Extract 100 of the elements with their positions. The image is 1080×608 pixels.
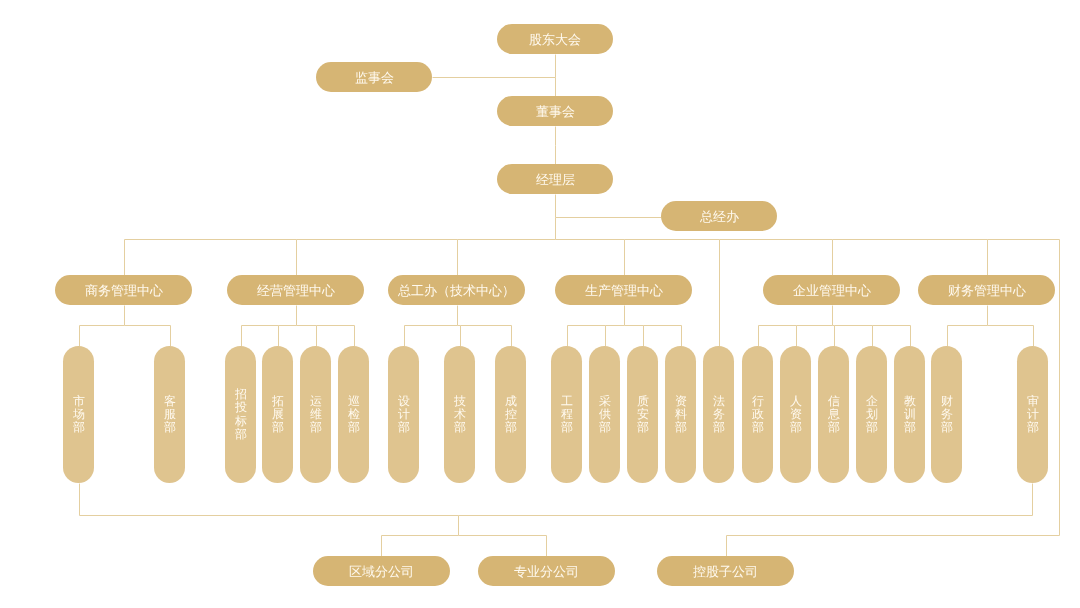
connector-line — [316, 325, 355, 326]
unit-name: 生产管理中心 — [584, 283, 663, 297]
department-pill — [338, 346, 369, 483]
unit-name: 控股子公司 — [693, 564, 758, 578]
connector-line — [457, 305, 458, 326]
unit-pill — [497, 24, 613, 54]
unit-pill — [918, 275, 1055, 305]
connector-line — [832, 305, 833, 326]
connector-line — [354, 325, 355, 347]
department-pill — [300, 346, 331, 483]
department-pill — [703, 346, 734, 483]
department-pill — [444, 346, 475, 483]
connector-line — [555, 194, 556, 218]
connector-line — [241, 325, 242, 347]
connector-line — [555, 126, 556, 165]
connector-line — [404, 325, 405, 347]
connector-line — [460, 325, 512, 326]
department-name: 人资部 — [789, 394, 802, 435]
department-pill — [627, 346, 658, 483]
connector-line — [758, 325, 797, 326]
connector-line — [987, 239, 988, 276]
connector-line — [555, 239, 625, 240]
connector-line — [947, 325, 988, 347]
unit-pill — [313, 556, 450, 586]
department-name: 资料部 — [674, 394, 687, 435]
connector-line — [124, 239, 297, 240]
connector-line — [457, 239, 556, 240]
department-name: 工程部 — [560, 394, 573, 435]
department-pill — [388, 346, 419, 483]
connector-line — [278, 325, 297, 326]
connector-line — [624, 305, 625, 326]
department-pill — [63, 346, 94, 483]
unit-pill — [316, 62, 432, 92]
department-pill — [1017, 346, 1048, 483]
connector-line — [381, 535, 459, 557]
unit-pill — [478, 556, 615, 586]
connector-line — [832, 325, 835, 326]
department-pill — [742, 346, 773, 483]
department-pill — [262, 346, 293, 483]
department-name: 技术部 — [453, 394, 466, 435]
department-name: 采供部 — [598, 394, 611, 435]
unit-name: 区域分公司 — [349, 564, 414, 578]
unit-pill — [657, 556, 794, 586]
connector-line — [796, 325, 797, 347]
connector-line — [910, 325, 911, 347]
department-name: 企划部 — [865, 394, 878, 435]
connector-line — [79, 483, 80, 516]
unit-name: 股东大会 — [529, 32, 581, 46]
department-pill — [495, 346, 526, 483]
connector-line — [1032, 483, 1033, 516]
connector-line — [872, 325, 873, 347]
connector-line — [567, 325, 606, 326]
connector-line — [79, 515, 459, 516]
department-name: 财务部 — [940, 394, 953, 435]
connector-line — [404, 325, 458, 326]
department-name: 招投标部 — [234, 388, 247, 441]
connector-line — [316, 325, 317, 347]
connector-line — [719, 239, 833, 240]
connector-line — [296, 239, 297, 276]
connector-line — [832, 239, 988, 240]
unit-pill — [497, 164, 613, 194]
connector-line — [605, 325, 606, 347]
department-name: 成控部 — [504, 394, 517, 435]
unit-pill — [497, 96, 613, 126]
connector-line — [458, 515, 459, 536]
connector-line — [296, 325, 317, 326]
connector-line — [458, 515, 1033, 516]
connector-line — [987, 305, 988, 326]
connector-line — [1059, 239, 1060, 536]
department-name: 设计部 — [397, 394, 410, 435]
connector-line — [567, 325, 568, 347]
unit-name: 经营管理中心 — [256, 283, 335, 297]
connector-line — [296, 305, 297, 326]
connector-line — [987, 325, 1034, 347]
unit-name: 总经办 — [699, 209, 739, 223]
connector-line — [79, 325, 125, 347]
department-name: 市场部 — [72, 394, 85, 435]
department-pill — [225, 346, 256, 483]
department-pill — [780, 346, 811, 483]
connector-line — [758, 325, 759, 347]
connector-line — [834, 325, 835, 347]
department-name: 质安部 — [636, 394, 649, 435]
connector-line — [555, 54, 556, 78]
connector-line — [457, 325, 461, 326]
department-pill — [856, 346, 887, 483]
department-pill — [665, 346, 696, 483]
unit-name: 总工办（技术中心） — [398, 283, 515, 297]
connector-line — [872, 325, 911, 326]
unit-pill — [55, 275, 192, 305]
connector-line — [605, 325, 625, 326]
department-name: 教训部 — [903, 394, 916, 435]
connector-line — [460, 325, 461, 347]
connector-line — [241, 325, 279, 326]
department-pill — [931, 346, 962, 483]
connector-line — [124, 305, 125, 326]
connector-line — [832, 239, 833, 276]
unit-name: 财务管理中心 — [947, 283, 1026, 297]
connector-line — [555, 217, 556, 240]
connector-line — [278, 325, 279, 347]
connector-line — [458, 535, 547, 557]
